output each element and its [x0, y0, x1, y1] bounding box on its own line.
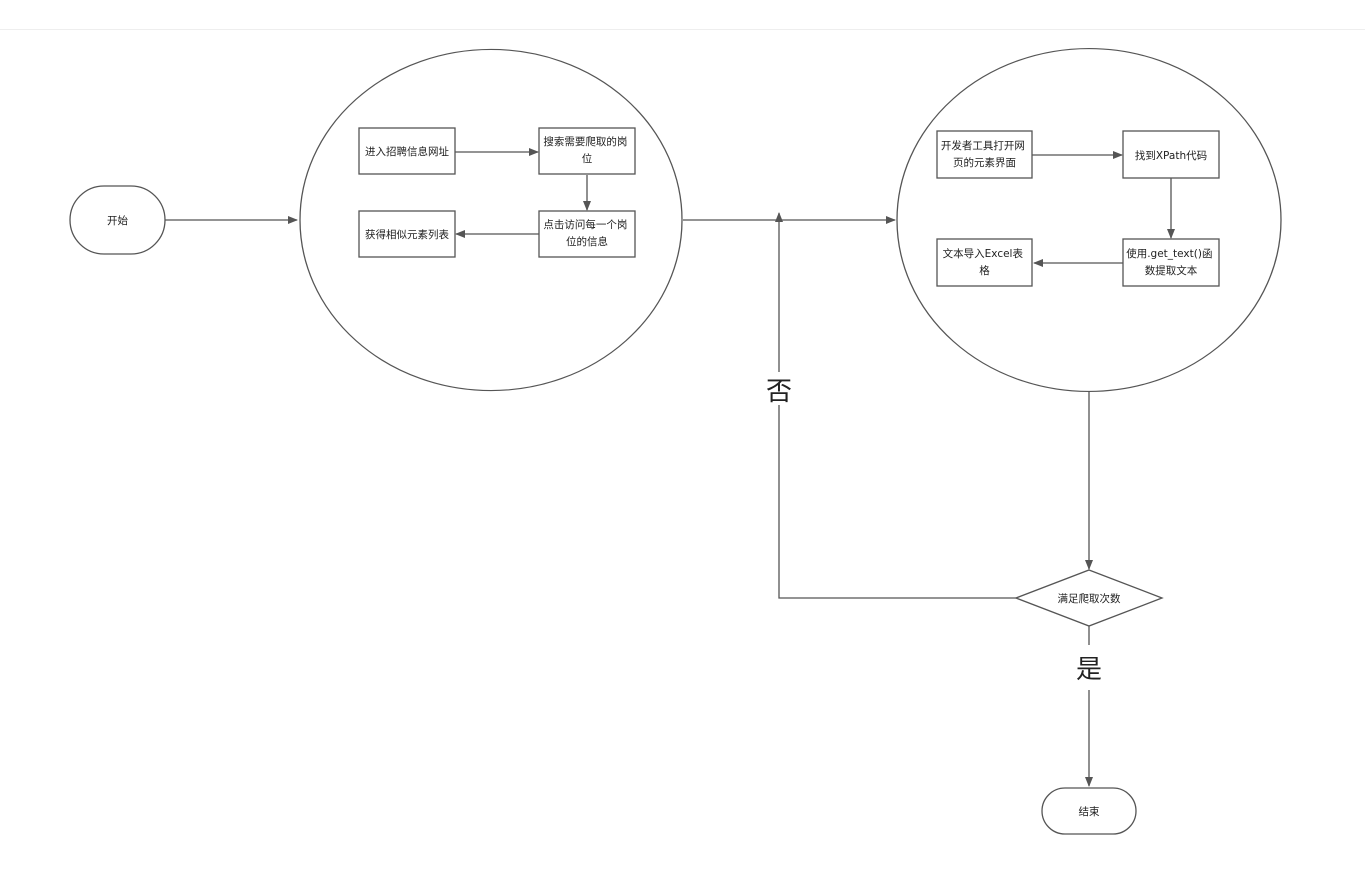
click-visit-label: 点击访问每一个岗 位的信息	[543, 218, 630, 248]
get-text-label: 使用.get_text()函 数提取文本	[1126, 247, 1216, 277]
get-text-box[interactable]	[1122, 238, 1220, 287]
click-visit-label-line2: 位的信息	[566, 235, 608, 248]
export-excel-label-line1: 文本导入Excel表	[943, 247, 1024, 260]
start-node[interactable]	[69, 185, 166, 255]
yes-branch-label: 是	[1076, 655, 1102, 685]
group-circle-right	[896, 47, 1282, 393]
devtools-box[interactable]	[936, 130, 1033, 179]
search-job-box[interactable]	[538, 127, 636, 175]
enter-site-label: 进入招聘信息网址	[365, 145, 449, 158]
devtools-label-line1: 开发者工具打开网	[941, 139, 1025, 152]
export-excel-label-line2: 格	[979, 264, 990, 277]
edge-condition-no-loop	[778, 405, 1016, 599]
find-xpath-label: 找到XPath代码	[1135, 149, 1207, 162]
top-toolbar-strip	[0, 0, 1365, 30]
get-text-label-line1: 使用.get_text()函	[1126, 247, 1212, 260]
click-visit-label-line1: 点击访问每一个岗	[543, 218, 627, 231]
enter-site-box[interactable]	[358, 127, 456, 175]
search-job-label-line2: 位	[582, 152, 593, 165]
get-text-label-line2: 数提取文本	[1145, 264, 1198, 277]
export-excel-box[interactable]	[936, 238, 1033, 287]
no-branch-label: 否	[766, 377, 792, 407]
condition-label: 满足爬取次数	[1058, 592, 1121, 605]
click-visit-box[interactable]	[538, 210, 636, 258]
start-node-label: 开始	[107, 214, 128, 227]
search-job-label: 搜索需要爬取的岗 位	[543, 135, 630, 165]
condition-diamond[interactable]	[1014, 569, 1164, 627]
get-list-label: 获得相似元素列表	[365, 228, 449, 241]
search-job-label-line1: 搜索需要爬取的岗	[543, 135, 627, 148]
export-excel-label: 文本导入Excel表 格	[943, 247, 1027, 277]
end-node[interactable]	[1041, 787, 1137, 835]
get-list-box[interactable]	[358, 210, 456, 258]
devtools-label-line2: 页的元素界面	[953, 156, 1016, 169]
devtools-label: 开发者工具打开网 页的元素界面	[941, 139, 1028, 169]
end-node-label: 结束	[1079, 805, 1101, 818]
find-xpath-box[interactable]	[1122, 130, 1220, 179]
